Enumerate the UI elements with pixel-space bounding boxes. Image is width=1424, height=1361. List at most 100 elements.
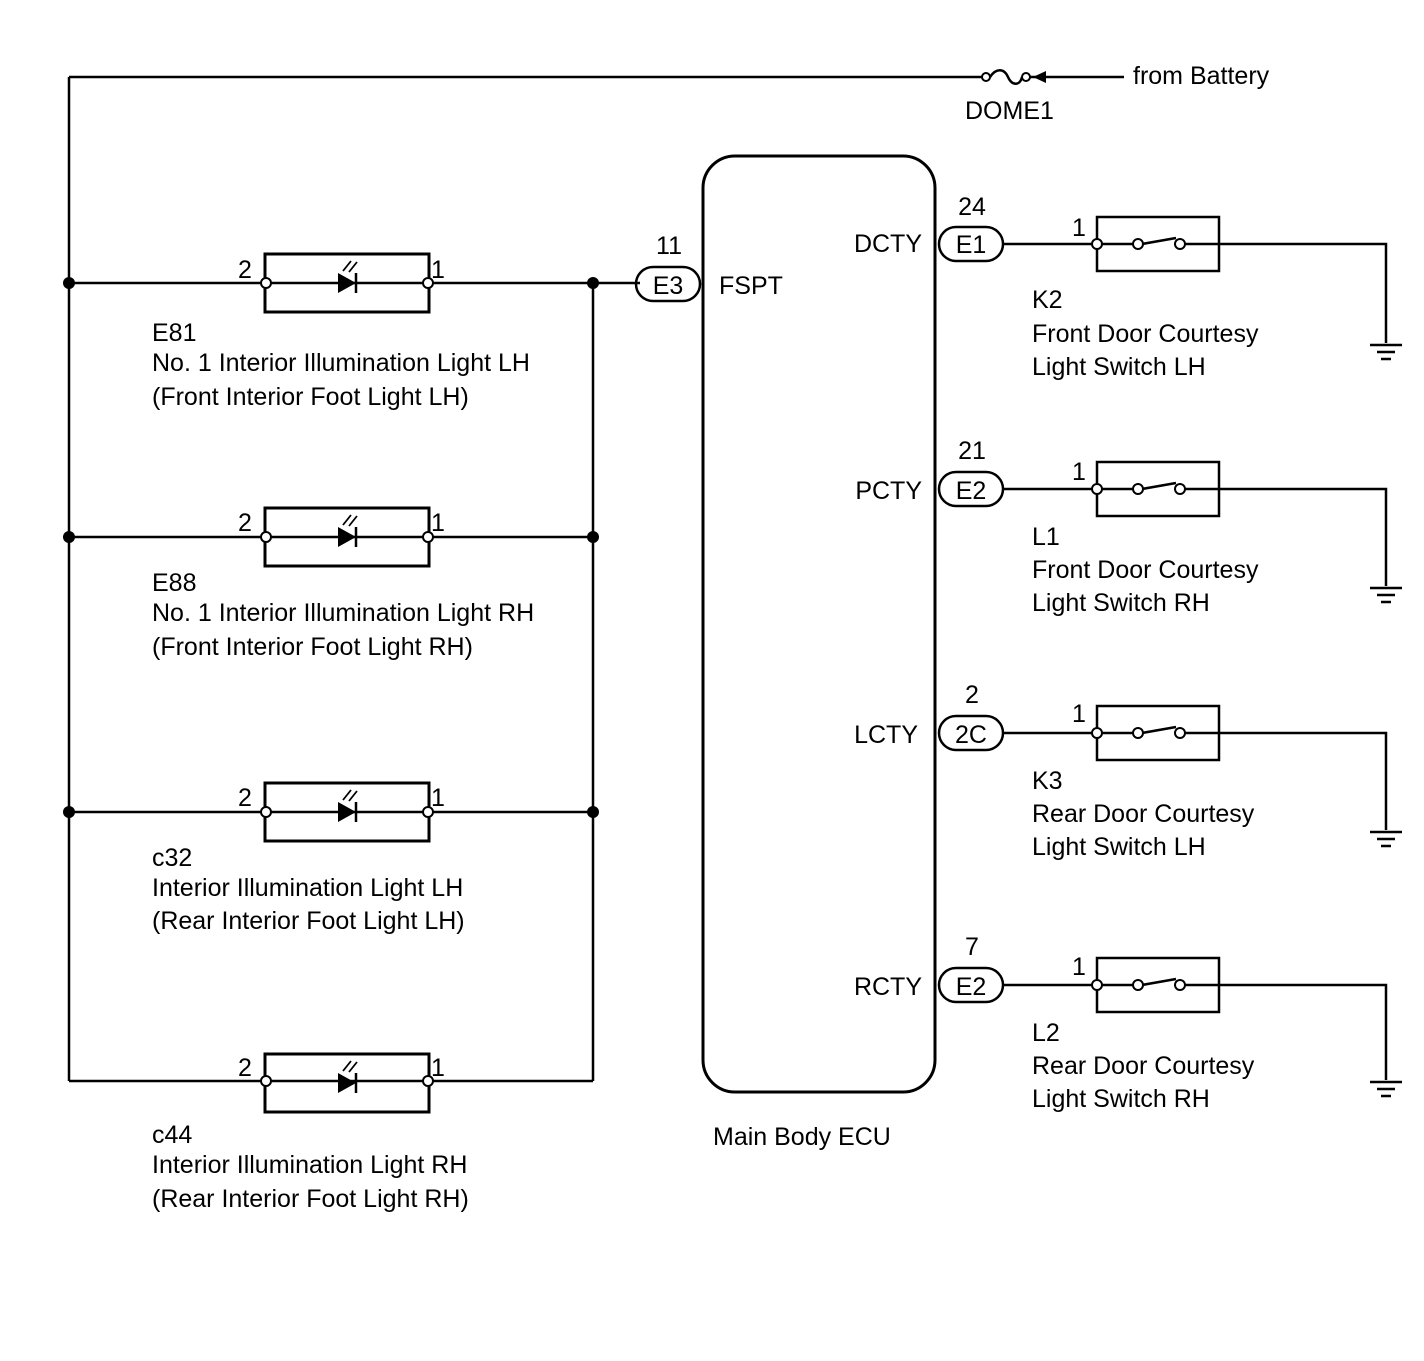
pin-label-right: 1 xyxy=(431,1054,445,1082)
light-alias: (Rear Interior Foot Light LH) xyxy=(152,907,465,935)
pin-1 xyxy=(422,1075,434,1087)
pin-2 xyxy=(260,277,272,289)
arrow-head-icon xyxy=(1033,71,1046,83)
junction-dot xyxy=(63,531,75,543)
junction-dot xyxy=(63,806,75,818)
connector-pin: 2 xyxy=(965,681,979,709)
connector-label: E2 xyxy=(956,477,987,505)
interior-light-c44: 2 1 c44 Interior Illumination Light RH (… xyxy=(69,1052,593,1213)
connector-label: E3 xyxy=(653,272,684,300)
led-icon xyxy=(338,1073,356,1093)
pin-label-left: 2 xyxy=(238,509,252,537)
connector-pin: 21 xyxy=(958,437,986,465)
light-emission-icon xyxy=(342,789,358,802)
pin-1 xyxy=(422,531,434,543)
pin-label: 1 xyxy=(1072,953,1086,981)
connector-pin: 24 xyxy=(958,193,986,221)
connector-pin: 11 xyxy=(656,232,682,260)
led-icon xyxy=(338,273,356,293)
light-emission-icon xyxy=(342,514,358,527)
switch-name-line2: Light Switch RH xyxy=(1032,589,1210,617)
switch-contact xyxy=(1174,238,1186,250)
pin-1 xyxy=(422,277,434,289)
pin-1 xyxy=(1091,979,1103,991)
pin-2 xyxy=(260,806,272,818)
pin-label-right: 1 xyxy=(431,509,445,537)
courtesy-switch-l1: 1 L1 Front Door Courtesy Light Switch RH xyxy=(1003,458,1402,617)
light-alias: (Front Interior Foot Light RH) xyxy=(152,633,473,661)
light-emission-icon xyxy=(342,260,358,273)
light-return-bus xyxy=(587,277,640,1081)
switch-name-line2: Light Switch LH xyxy=(1032,833,1206,861)
terminal-lcty: LCTY xyxy=(854,721,918,749)
connector-label: E1 xyxy=(956,231,987,259)
pin-label: 1 xyxy=(1072,214,1086,242)
pin-2 xyxy=(260,531,272,543)
fuse-dome1: DOME1 xyxy=(965,69,1054,125)
battery-source-label: from Battery xyxy=(1133,62,1270,90)
switch-contact xyxy=(1174,979,1186,991)
fuse-terminal-left xyxy=(981,72,991,82)
switch-name-line1: Front Door Courtesy xyxy=(1032,556,1259,584)
pin-2 xyxy=(260,1075,272,1087)
light-name: Interior Illumination Light LH xyxy=(152,874,463,902)
switch-contact xyxy=(1174,727,1186,739)
switch-name-line2: Light Switch RH xyxy=(1032,1085,1210,1113)
switch-code: K3 xyxy=(1032,767,1063,795)
fuse-terminal-right xyxy=(1021,72,1031,82)
led-icon xyxy=(338,802,356,822)
light-code: E88 xyxy=(152,569,196,597)
light-name: Interior Illumination Light RH xyxy=(152,1151,467,1179)
terminal-rcty: RCTY xyxy=(854,973,922,1001)
pin-label-left: 2 xyxy=(238,1054,252,1082)
light-code: c44 xyxy=(152,1121,192,1149)
light-emission-icon xyxy=(342,1060,358,1073)
connector-e3 xyxy=(634,265,702,303)
switch-name-line1: Rear Door Courtesy xyxy=(1032,1052,1255,1080)
pin-1 xyxy=(422,806,434,818)
ground-icon xyxy=(1370,343,1402,361)
light-alias: (Rear Interior Foot Light RH) xyxy=(152,1185,469,1213)
switch-contact xyxy=(1132,483,1144,495)
connector-pin: 7 xyxy=(965,933,979,961)
connector-label: 2C xyxy=(955,721,987,749)
ground-icon xyxy=(1370,586,1402,604)
pin-label-left: 2 xyxy=(238,784,252,812)
pin-label-left: 2 xyxy=(238,256,252,284)
fuse-icon xyxy=(988,69,1024,85)
ecu-name: Main Body ECU xyxy=(713,1123,891,1151)
ecu-body xyxy=(701,154,937,1094)
interior-light-c32: 2 1 c32 Interior Illumination Light LH (… xyxy=(63,781,593,935)
courtesy-switch-k2: 1 K2 Front Door Courtesy Light Switch LH xyxy=(1003,214,1402,381)
light-name: No. 1 Interior Illumination Light LH xyxy=(152,349,530,377)
light-name: No. 1 Interior Illumination Light RH xyxy=(152,599,534,627)
battery-feed: from Battery xyxy=(67,62,1270,1081)
courtesy-switch-k3: 1 K3 Rear Door Courtesy Light Switch LH xyxy=(1003,700,1402,861)
switch-code: L1 xyxy=(1032,523,1060,551)
ground-icon xyxy=(1370,830,1402,848)
switch-code: L2 xyxy=(1032,1019,1060,1047)
led-icon xyxy=(338,527,356,547)
pin-1 xyxy=(1091,238,1103,250)
main-body-ecu: Main Body ECU E3 11 FSPT E1 24 DCTY E2 2… xyxy=(634,154,1005,1151)
pin-label: 1 xyxy=(1072,700,1086,728)
switch-contact xyxy=(1132,979,1144,991)
courtesy-switch-l2: 1 L2 Rear Door Courtesy Light Switch RH xyxy=(1003,953,1402,1113)
connector-label: E2 xyxy=(956,973,987,1001)
pin-label-right: 1 xyxy=(431,256,445,284)
switch-contact xyxy=(1132,238,1144,250)
light-code: E81 xyxy=(152,319,196,347)
light-code: c32 xyxy=(152,844,192,872)
switch-name-line2: Light Switch LH xyxy=(1032,353,1206,381)
switch-name-line1: Front Door Courtesy xyxy=(1032,320,1259,348)
switch-contact xyxy=(1132,727,1144,739)
interior-light-e81: 2 1 E81 No. 1 Interior Illumination Ligh… xyxy=(63,252,593,411)
pin-1 xyxy=(1091,483,1103,495)
terminal-fspt: FSPT xyxy=(719,272,783,300)
terminal-dcty: DCTY xyxy=(854,230,922,258)
pin-label-right: 1 xyxy=(431,784,445,812)
light-alias: (Front Interior Foot Light LH) xyxy=(152,383,469,411)
terminal-pcty: PCTY xyxy=(855,477,922,505)
junction-dot xyxy=(63,277,75,289)
